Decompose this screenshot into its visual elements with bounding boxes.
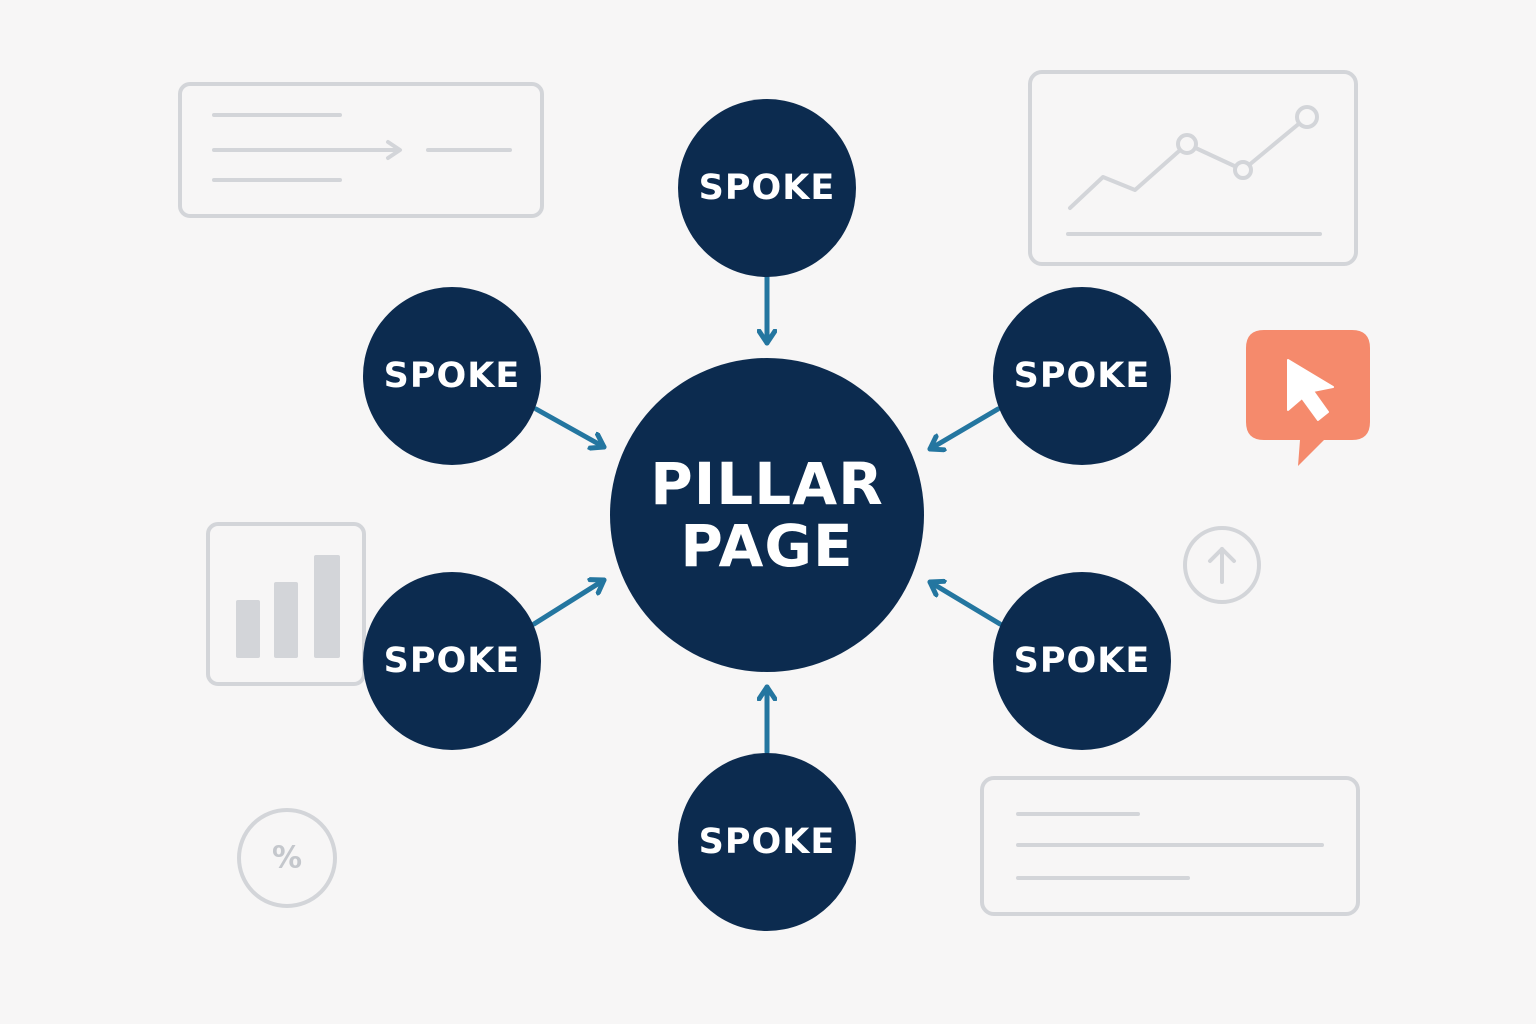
text-lines-card-icon <box>980 776 1360 916</box>
pillar-label-line1: PILLAR <box>650 450 884 518</box>
spoke-label: SPOKE <box>1014 641 1151 681</box>
spoke-label: SPOKE <box>699 822 836 862</box>
arrow-upper-left <box>533 406 607 447</box>
spoke-node-lower-right: SPOKE <box>993 572 1171 750</box>
arrow-upper-right <box>927 406 1001 449</box>
percent-circle-icon: % <box>237 808 337 908</box>
pillar-node: PILLAR PAGE <box>610 358 924 672</box>
cursor-click-icon <box>1246 330 1370 466</box>
spoke-label: SPOKE <box>699 168 836 208</box>
connector-arrows <box>531 274 1003 755</box>
arrow-lower-right <box>927 582 1003 627</box>
spoke-label: SPOKE <box>1014 356 1151 396</box>
spoke-node-bottom: SPOKE <box>678 753 856 931</box>
spoke-node-upper-right: SPOKE <box>993 287 1171 465</box>
arrow-lower-left <box>531 580 607 627</box>
spoke-label: SPOKE <box>384 356 521 396</box>
spoke-node-lower-left: SPOKE <box>363 572 541 750</box>
text-card-icon <box>178 82 544 218</box>
bar-chart-card-icon <box>206 522 366 686</box>
spoke-node-top: SPOKE <box>678 99 856 277</box>
pillar-label-line2: PAGE <box>680 512 853 580</box>
spoke-node-upper-left: SPOKE <box>363 287 541 465</box>
line-chart-card-icon <box>1028 70 1358 266</box>
percent-badge-text: % <box>272 841 302 876</box>
up-arrow-circle-icon <box>1183 526 1261 604</box>
spoke-label: SPOKE <box>384 641 521 681</box>
